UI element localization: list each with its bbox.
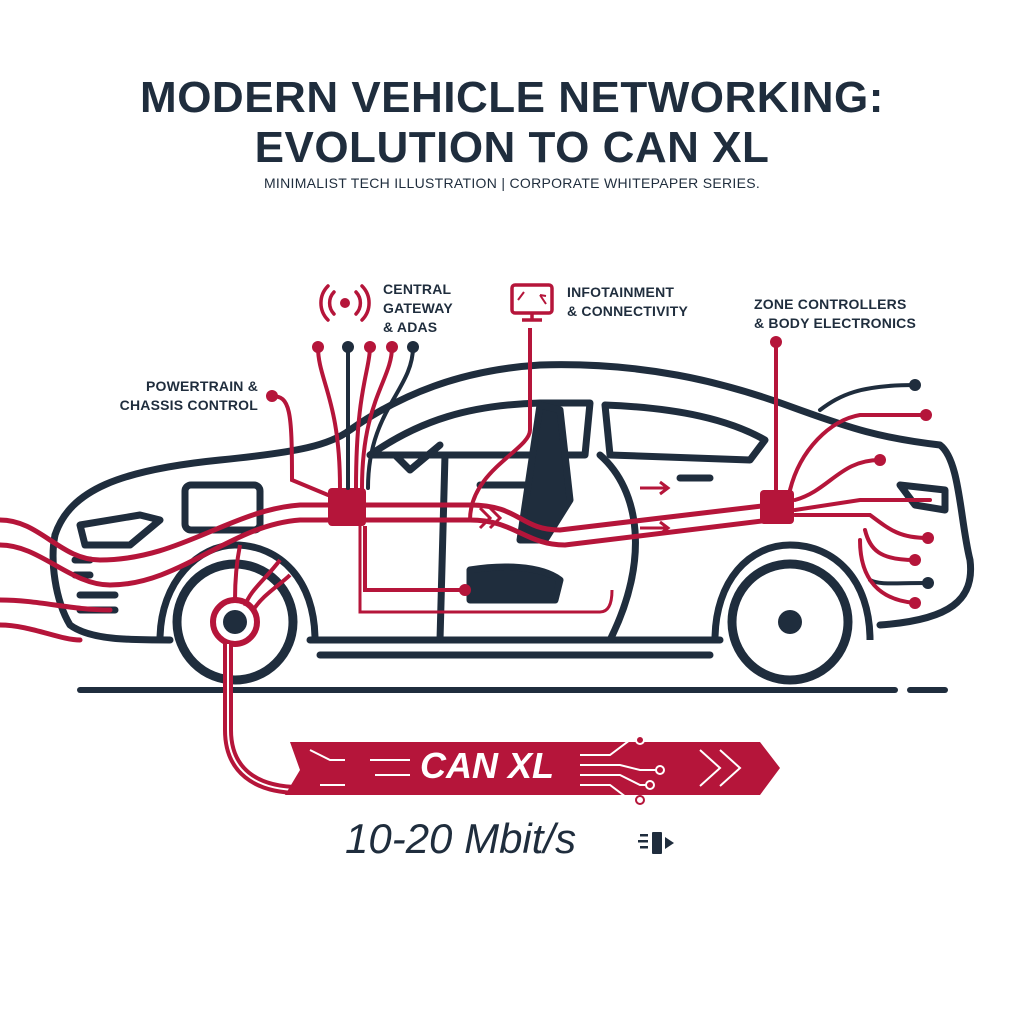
connector-plug-icon	[638, 832, 674, 854]
central-gateway-node	[328, 488, 366, 526]
title-line-2: EVOLUTION TO CAN XL	[254, 123, 770, 172]
label-infotainment-line2: & CONNECTIVITY	[567, 303, 689, 319]
label-powertrain-line2: CHASSIS CONTROL	[119, 397, 258, 413]
can-bus-backbone	[0, 502, 773, 643]
gateway-wires	[270, 345, 415, 497]
rear-wheel	[711, 541, 874, 685]
label-infotainment: INFOTAINMENT & CONNECTIVITY	[567, 283, 688, 321]
flow-arrows	[478, 480, 671, 536]
gateway-wire-terminals	[266, 341, 419, 402]
zone-wires	[788, 383, 932, 605]
label-gateway: CENTRAL GATEWAY & ADAS	[383, 280, 453, 337]
label-gateway-line1: CENTRAL	[383, 281, 452, 297]
title-line-1: MODERN VEHICLE NETWORKING:	[140, 73, 884, 122]
label-infotainment-line1: INFOTAINMENT	[567, 284, 675, 300]
can-xl-label: CAN XL	[420, 745, 554, 786]
can-xl-banner	[285, 735, 780, 805]
wireless-signal-icon	[319, 284, 371, 322]
label-zone-line1: ZONE CONTROLLERS	[754, 296, 907, 312]
zone-controller-node	[760, 490, 794, 524]
speed-label: 10-20 Mbit/s	[345, 815, 577, 862]
label-zone: ZONE CONTROLLERS & BODY ELECTRONICS	[754, 295, 916, 333]
zone-wire-terminals	[874, 379, 934, 609]
monitor-cursor-icon	[510, 283, 554, 322]
label-powertrain-line1: POWERTRAIN &	[145, 378, 258, 394]
infotainment-wire	[468, 328, 532, 521]
label-gateway-line2: GATEWAY	[383, 300, 453, 316]
label-powertrain: POWERTRAIN & CHASSIS CONTROL	[108, 377, 258, 415]
subtitle: MINIMALIST TECH ILLUSTRATION | CORPORATE…	[263, 175, 761, 191]
label-gateway-line3: & ADAS	[383, 319, 438, 335]
label-zone-line2: & BODY ELECTRONICS	[754, 315, 917, 331]
